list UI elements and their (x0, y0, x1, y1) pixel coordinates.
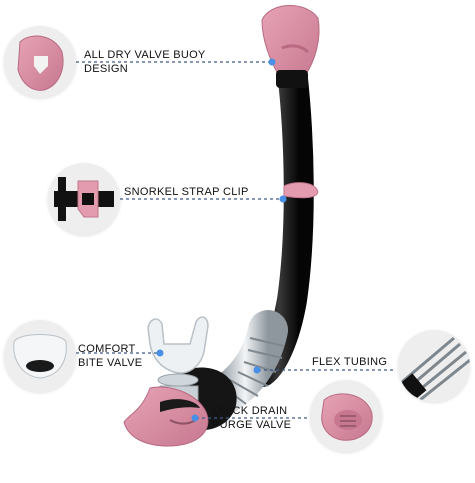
label-purge-valve-line1: QUICK DRAIN (212, 405, 288, 417)
strap-clip (283, 182, 319, 199)
label-dry-valve: ALL DRY VALVE BUOY DESIGN (84, 48, 206, 76)
label-bite-valve-line2: BITE VALVE (78, 357, 143, 369)
label-dry-valve-line1: ALL DRY VALVE BUOY (84, 49, 206, 61)
detail-circle-dry-valve (4, 26, 76, 98)
label-flex-tubing: FLEX TUBING (312, 355, 387, 369)
label-bite-valve: COMFORT BITE VALVE (78, 342, 142, 370)
label-purge-valve-line2: PURGE VALVE (212, 419, 292, 431)
dot-marker (279, 195, 287, 203)
label-dry-valve-line2: DESIGN (84, 63, 128, 75)
dot-marker (268, 58, 276, 66)
dot-marker (156, 349, 164, 357)
detail-circle-bite-valve (4, 320, 76, 392)
label-purge-valve: QUICK DRAIN PURGE VALVE (212, 404, 291, 432)
detail-circle-strap-clip (48, 163, 120, 235)
label-strap-clip: SNORKEL STRAP CLIP (124, 185, 249, 199)
detail-circle-flex-tubing (398, 330, 470, 402)
label-strap-clip-line1: SNORKEL STRAP CLIP (124, 186, 249, 198)
dry-valve-top (261, 5, 320, 81)
label-flex-tubing-line1: FLEX TUBING (312, 356, 388, 368)
label-bite-valve-line1: COMFORT (78, 343, 136, 355)
dot-marker (191, 414, 199, 422)
detail-circle-purge-valve (310, 380, 382, 452)
dot-marker (253, 366, 261, 374)
